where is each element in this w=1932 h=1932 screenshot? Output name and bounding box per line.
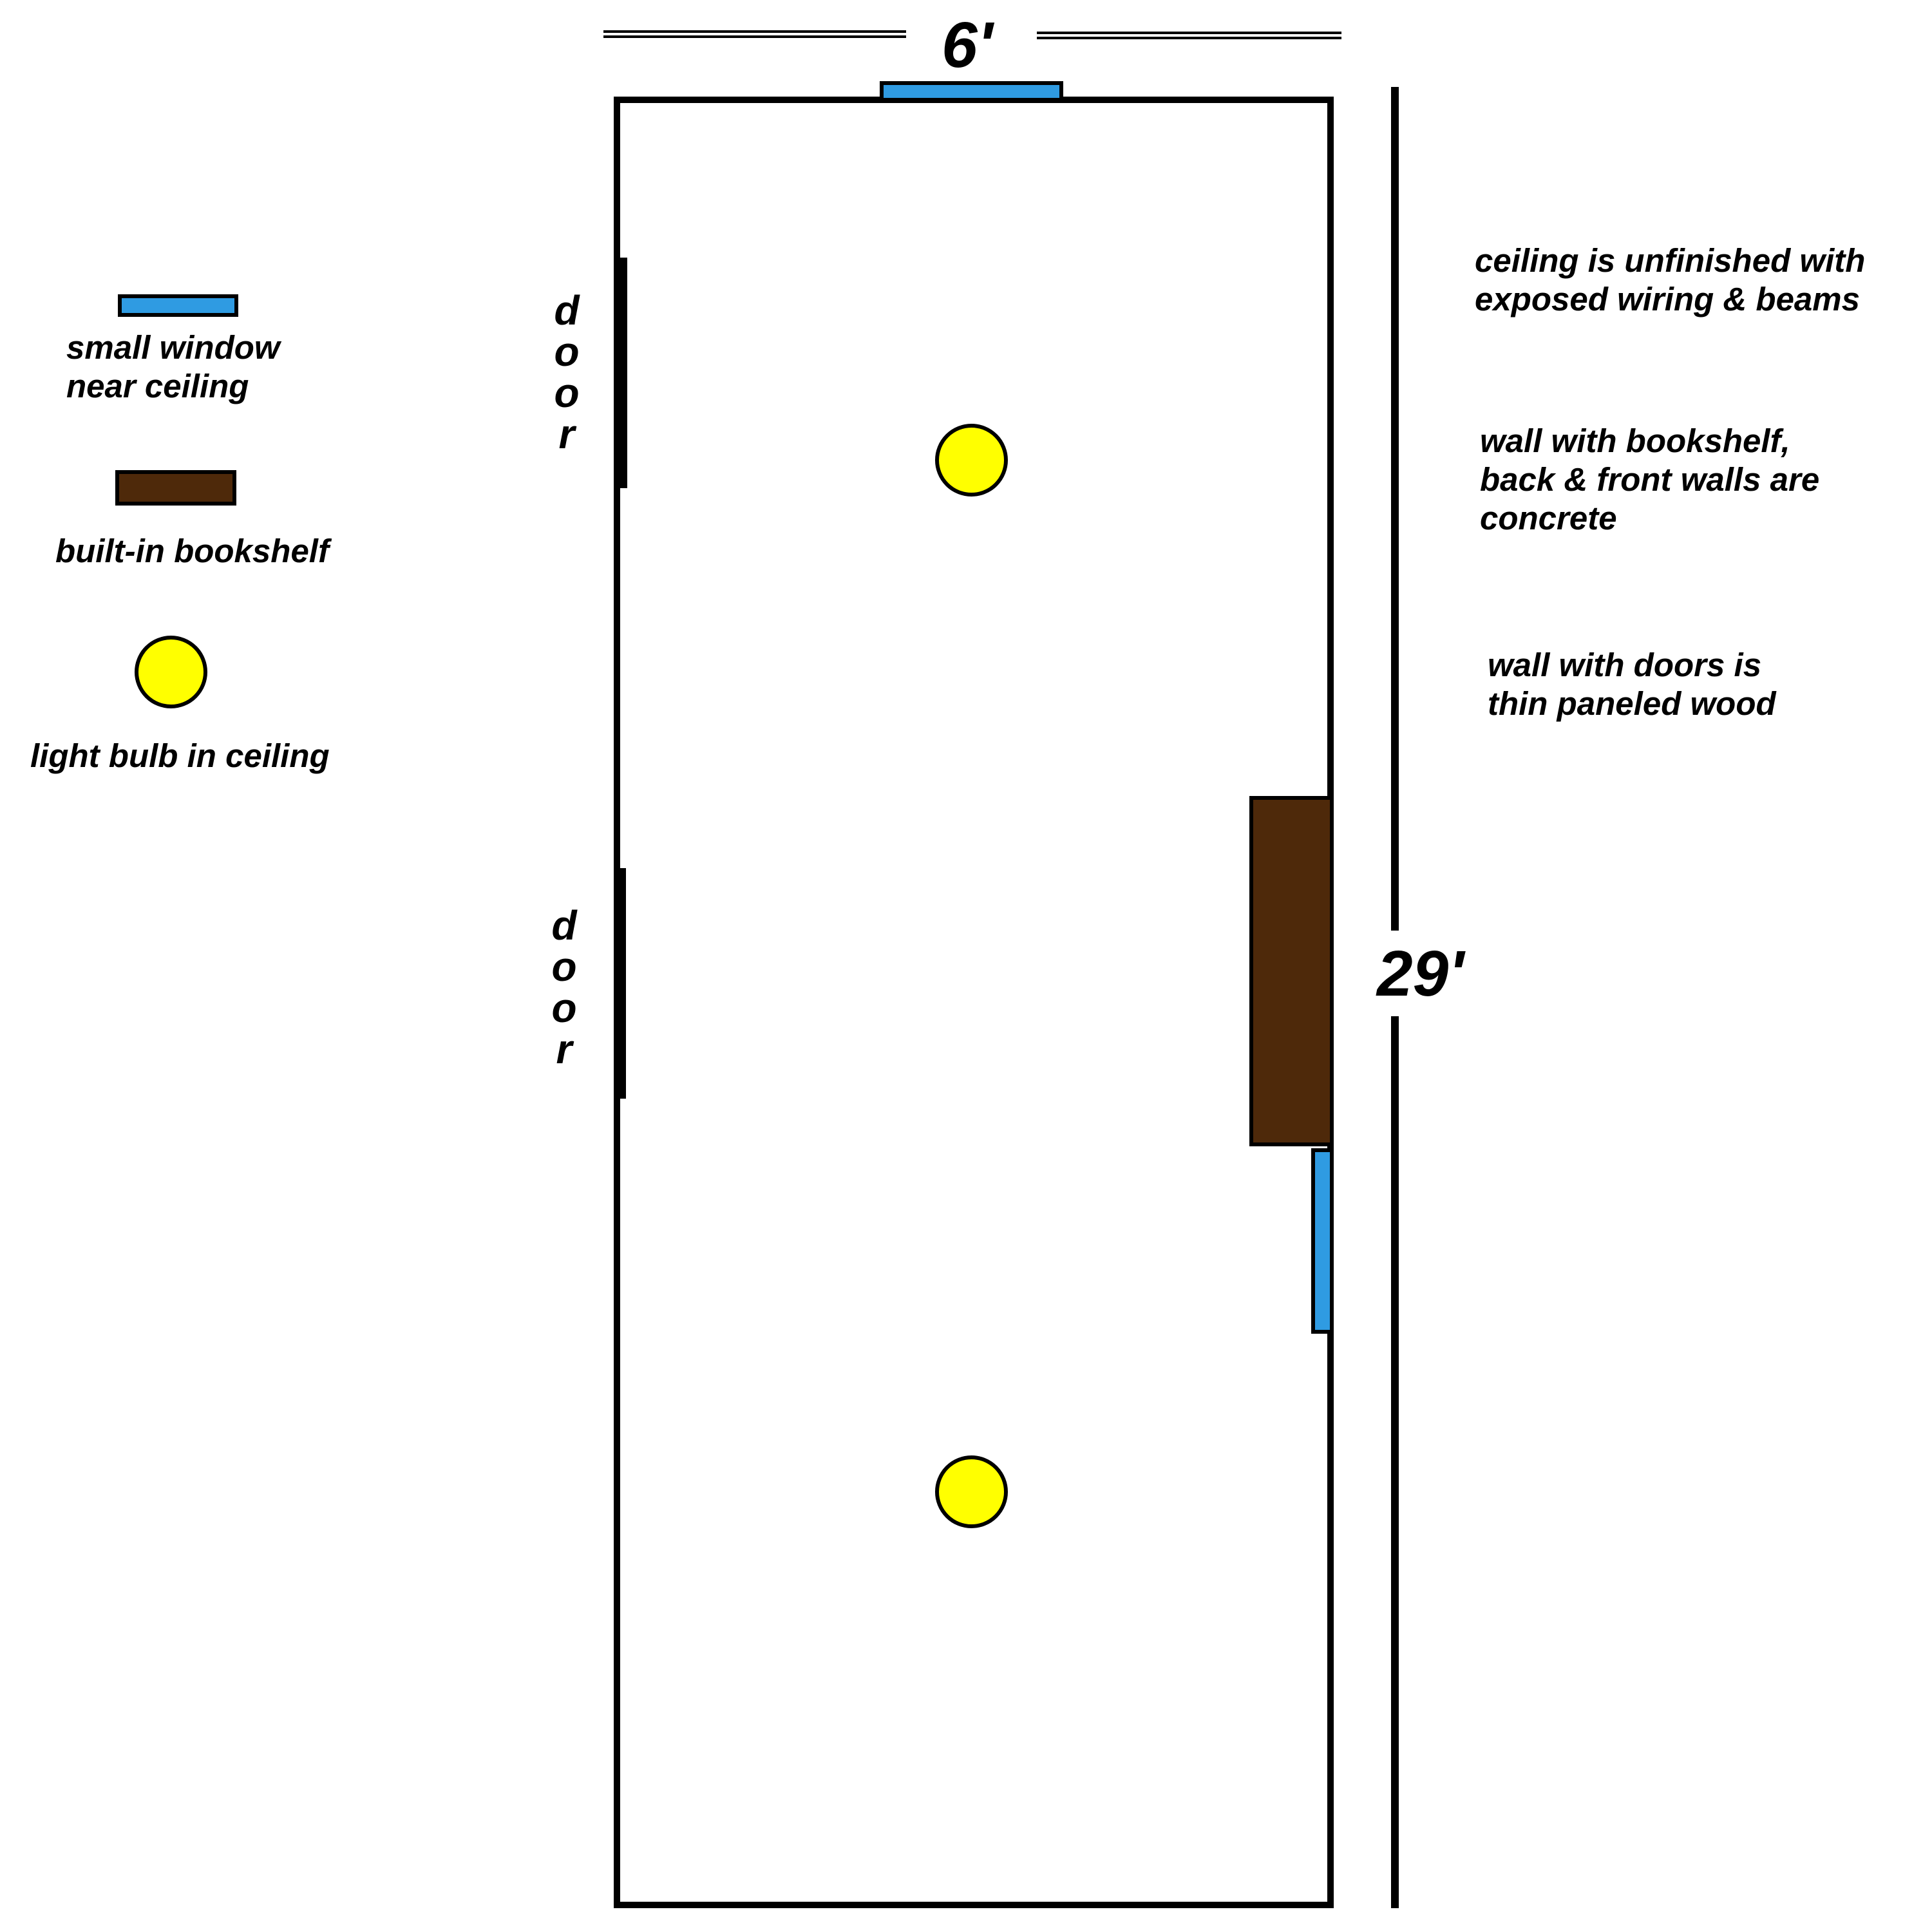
note-ceiling: ceiling is unfinished with exposed wirin…: [1475, 242, 1866, 317]
room-outline: [614, 97, 1334, 1908]
side-window: [1311, 1148, 1334, 1334]
width-dimension-line-right: [1037, 32, 1341, 39]
legend-window-swatch: [118, 294, 238, 317]
door-upper-label: d o o r: [554, 287, 580, 457]
door-lower-label: d o o r: [551, 902, 577, 1072]
ceiling-bulb-upper: [935, 424, 1008, 497]
note-bookshelf-wall: wall with bookshelf, back & front walls …: [1480, 422, 1820, 536]
length-dimension-line-top: [1391, 87, 1399, 931]
legend-bookshelf-swatch: [115, 470, 236, 506]
note-door-wall: wall with doors is thin paneled wood: [1488, 647, 1776, 722]
legend-window-label: small window near ceiling: [66, 329, 280, 404]
width-dimension-label: 6': [942, 9, 993, 81]
door-lower: [617, 868, 626, 1099]
top-window: [880, 81, 1063, 102]
built-in-bookshelf: [1249, 796, 1334, 1146]
door-upper: [617, 258, 627, 488]
legend-bookshelf-label: built-in bookshelf: [55, 533, 329, 569]
legend-bulb-swatch: [135, 636, 207, 708]
length-dimension-line-bottom: [1391, 1016, 1399, 1908]
length-dimension-label: 29': [1377, 938, 1464, 1010]
width-dimension-line-left: [603, 30, 906, 38]
legend-bulb-label: light bulb in ceiling: [30, 737, 330, 774]
ceiling-bulb-lower: [935, 1455, 1008, 1528]
